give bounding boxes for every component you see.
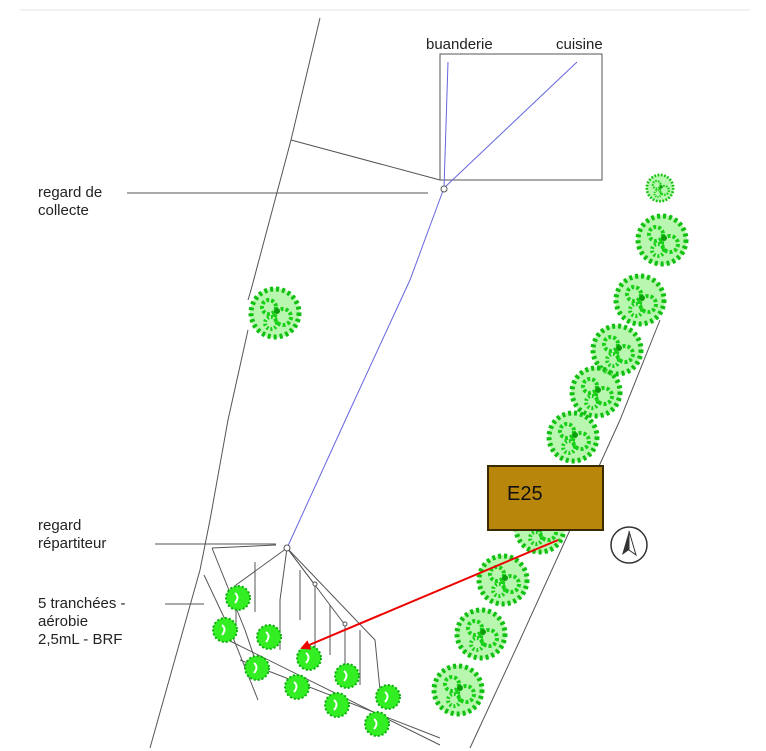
leader-lines [127, 192, 428, 605]
label-cuisine: cuisine [556, 36, 603, 53]
label-regard-collecte: regard de collecte [38, 184, 103, 219]
tree-icon [250, 172, 687, 715]
label-buanderie: buanderie [426, 36, 493, 53]
pointer-arrow [300, 539, 559, 650]
north-arrow-icon [610, 526, 648, 564]
e25-label: E25 [507, 483, 543, 505]
label-tranchees: 5 tranchées - aérobie 2,5mL - BRF [38, 595, 126, 648]
regard-repartiteur-node [283, 544, 291, 552]
e25-marker: E25 [487, 465, 604, 531]
shrub-icon [212, 585, 401, 737]
drain-pipes [286, 61, 578, 549]
regard-collecte-node [440, 185, 448, 193]
label-regard-repartiteur: regard répartiteur [38, 517, 107, 552]
